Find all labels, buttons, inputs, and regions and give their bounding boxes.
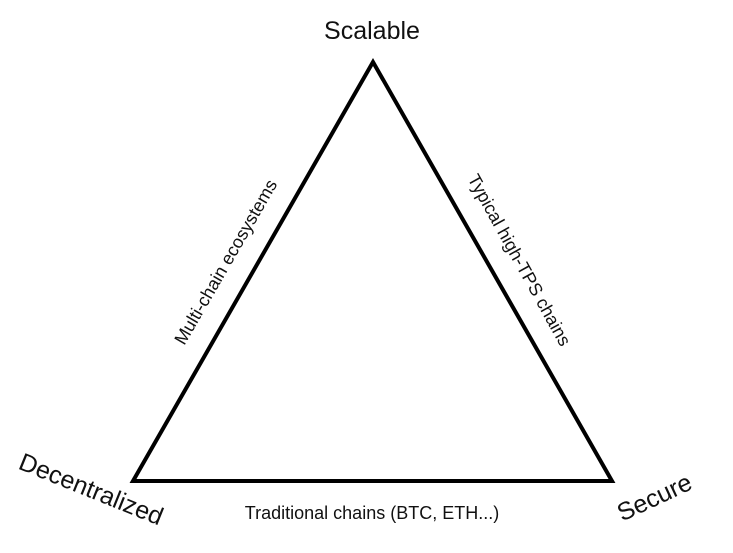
- edge-label-traditional: Traditional chains (BTC, ETH...): [245, 503, 499, 523]
- vertex-label-secure: Secure: [613, 468, 697, 527]
- vertex-label-scalable: Scalable: [324, 17, 420, 45]
- edge-label-high-tps: Typical high-TPS chains: [464, 171, 575, 350]
- trilemma-triangle: [129, 57, 616, 483]
